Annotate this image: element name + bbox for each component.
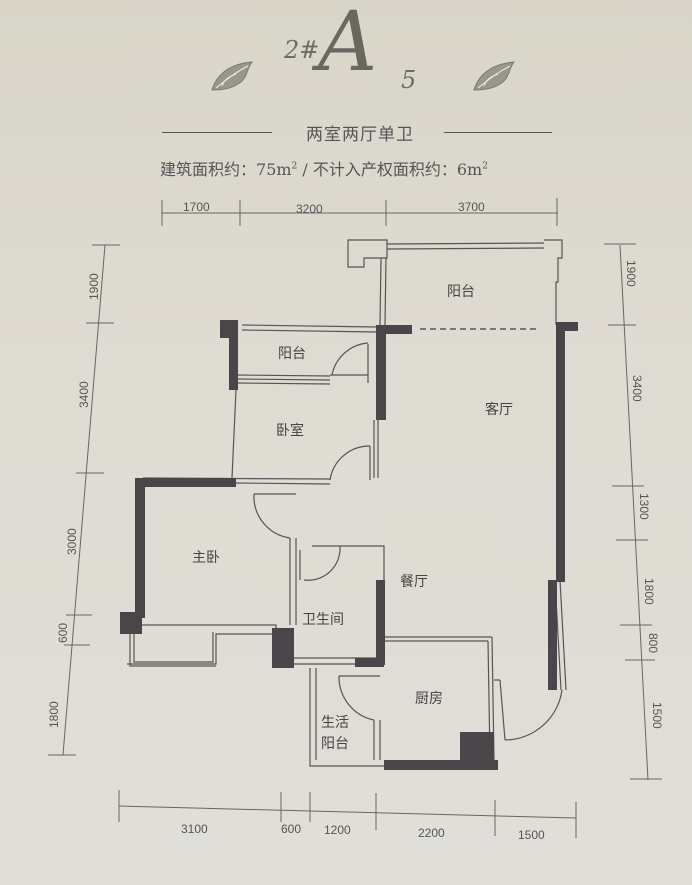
dim-left-1: 1900 bbox=[87, 273, 101, 300]
room-master-bedroom: 主卧 bbox=[192, 550, 220, 566]
dim-left-3: 3000 bbox=[65, 528, 79, 555]
room-balcony-small: 阳台 bbox=[278, 346, 306, 362]
leaf-ornament-icon bbox=[211, 61, 254, 91]
unit-number: 5 bbox=[401, 66, 417, 94]
dim-bottom-5: 1500 bbox=[518, 828, 545, 842]
layout-type: 两室两厅单卫 bbox=[306, 125, 414, 145]
unit-letter: A bbox=[318, 0, 378, 90]
building-area-label: 建筑面积约： bbox=[160, 160, 257, 179]
dim-top-3: 3700 bbox=[458, 200, 485, 214]
room-bathroom: 卫生间 bbox=[302, 612, 344, 628]
dim-left-2: 3400 bbox=[77, 381, 91, 408]
dim-top-2: 3200 bbox=[296, 202, 323, 216]
room-labels: 阳台 阳台 卧室 客厅 主卧 餐厅 卫生间 厨房 生活 阳台 bbox=[192, 284, 513, 752]
dim-right-3: 1300 bbox=[637, 493, 651, 520]
dim-bottom-3: 1200 bbox=[324, 823, 351, 837]
dim-bottom-1: 3100 bbox=[181, 822, 208, 836]
building-number: 2# bbox=[284, 36, 320, 64]
thin-walls bbox=[127, 239, 567, 767]
room-balcony-top: 阳台 bbox=[447, 284, 475, 300]
dimension-labels: 1700 3200 3700 3100 600 1200 2200 1500 1… bbox=[47, 200, 664, 842]
dimension-lines bbox=[48, 198, 662, 838]
dim-bottom-2: 600 bbox=[281, 822, 301, 836]
dim-right-5: 800 bbox=[646, 633, 660, 653]
excluded-area-value: 6m bbox=[456, 160, 483, 179]
room-utility-balcony-2: 阳台 bbox=[321, 736, 349, 752]
dim-right-1: 1900 bbox=[624, 260, 638, 287]
structural-walls bbox=[120, 320, 578, 770]
area-info: 建筑面积约：75m2 / 不计入产权面积约：6m2 bbox=[160, 160, 488, 179]
room-bedroom: 卧室 bbox=[276, 422, 304, 439]
dim-right-4: 1800 bbox=[642, 578, 656, 605]
dim-left-5: 1800 bbox=[47, 701, 61, 728]
excluded-area-label: 不计入产权面积约： bbox=[312, 160, 457, 179]
layout-type-row: 两室两厅单卫 bbox=[162, 120, 552, 145]
leaf-ornament-icon bbox=[473, 61, 516, 91]
dim-right-6: 1500 bbox=[650, 702, 664, 729]
room-utility-balcony-1: 生活 bbox=[321, 715, 349, 731]
dim-right-2: 3400 bbox=[630, 375, 644, 402]
room-dining: 餐厅 bbox=[400, 574, 428, 590]
dim-bottom-4: 2200 bbox=[418, 826, 445, 840]
divider bbox=[162, 132, 272, 133]
dim-top-1: 1700 bbox=[183, 200, 210, 214]
room-kitchen: 厨房 bbox=[415, 691, 443, 707]
dim-left-4: 600 bbox=[56, 623, 70, 643]
room-living: 客厅 bbox=[485, 401, 513, 418]
divider bbox=[444, 132, 552, 133]
building-area-value: 75m bbox=[256, 160, 292, 179]
unit-title: 2# A 5 bbox=[0, 2, 692, 103]
